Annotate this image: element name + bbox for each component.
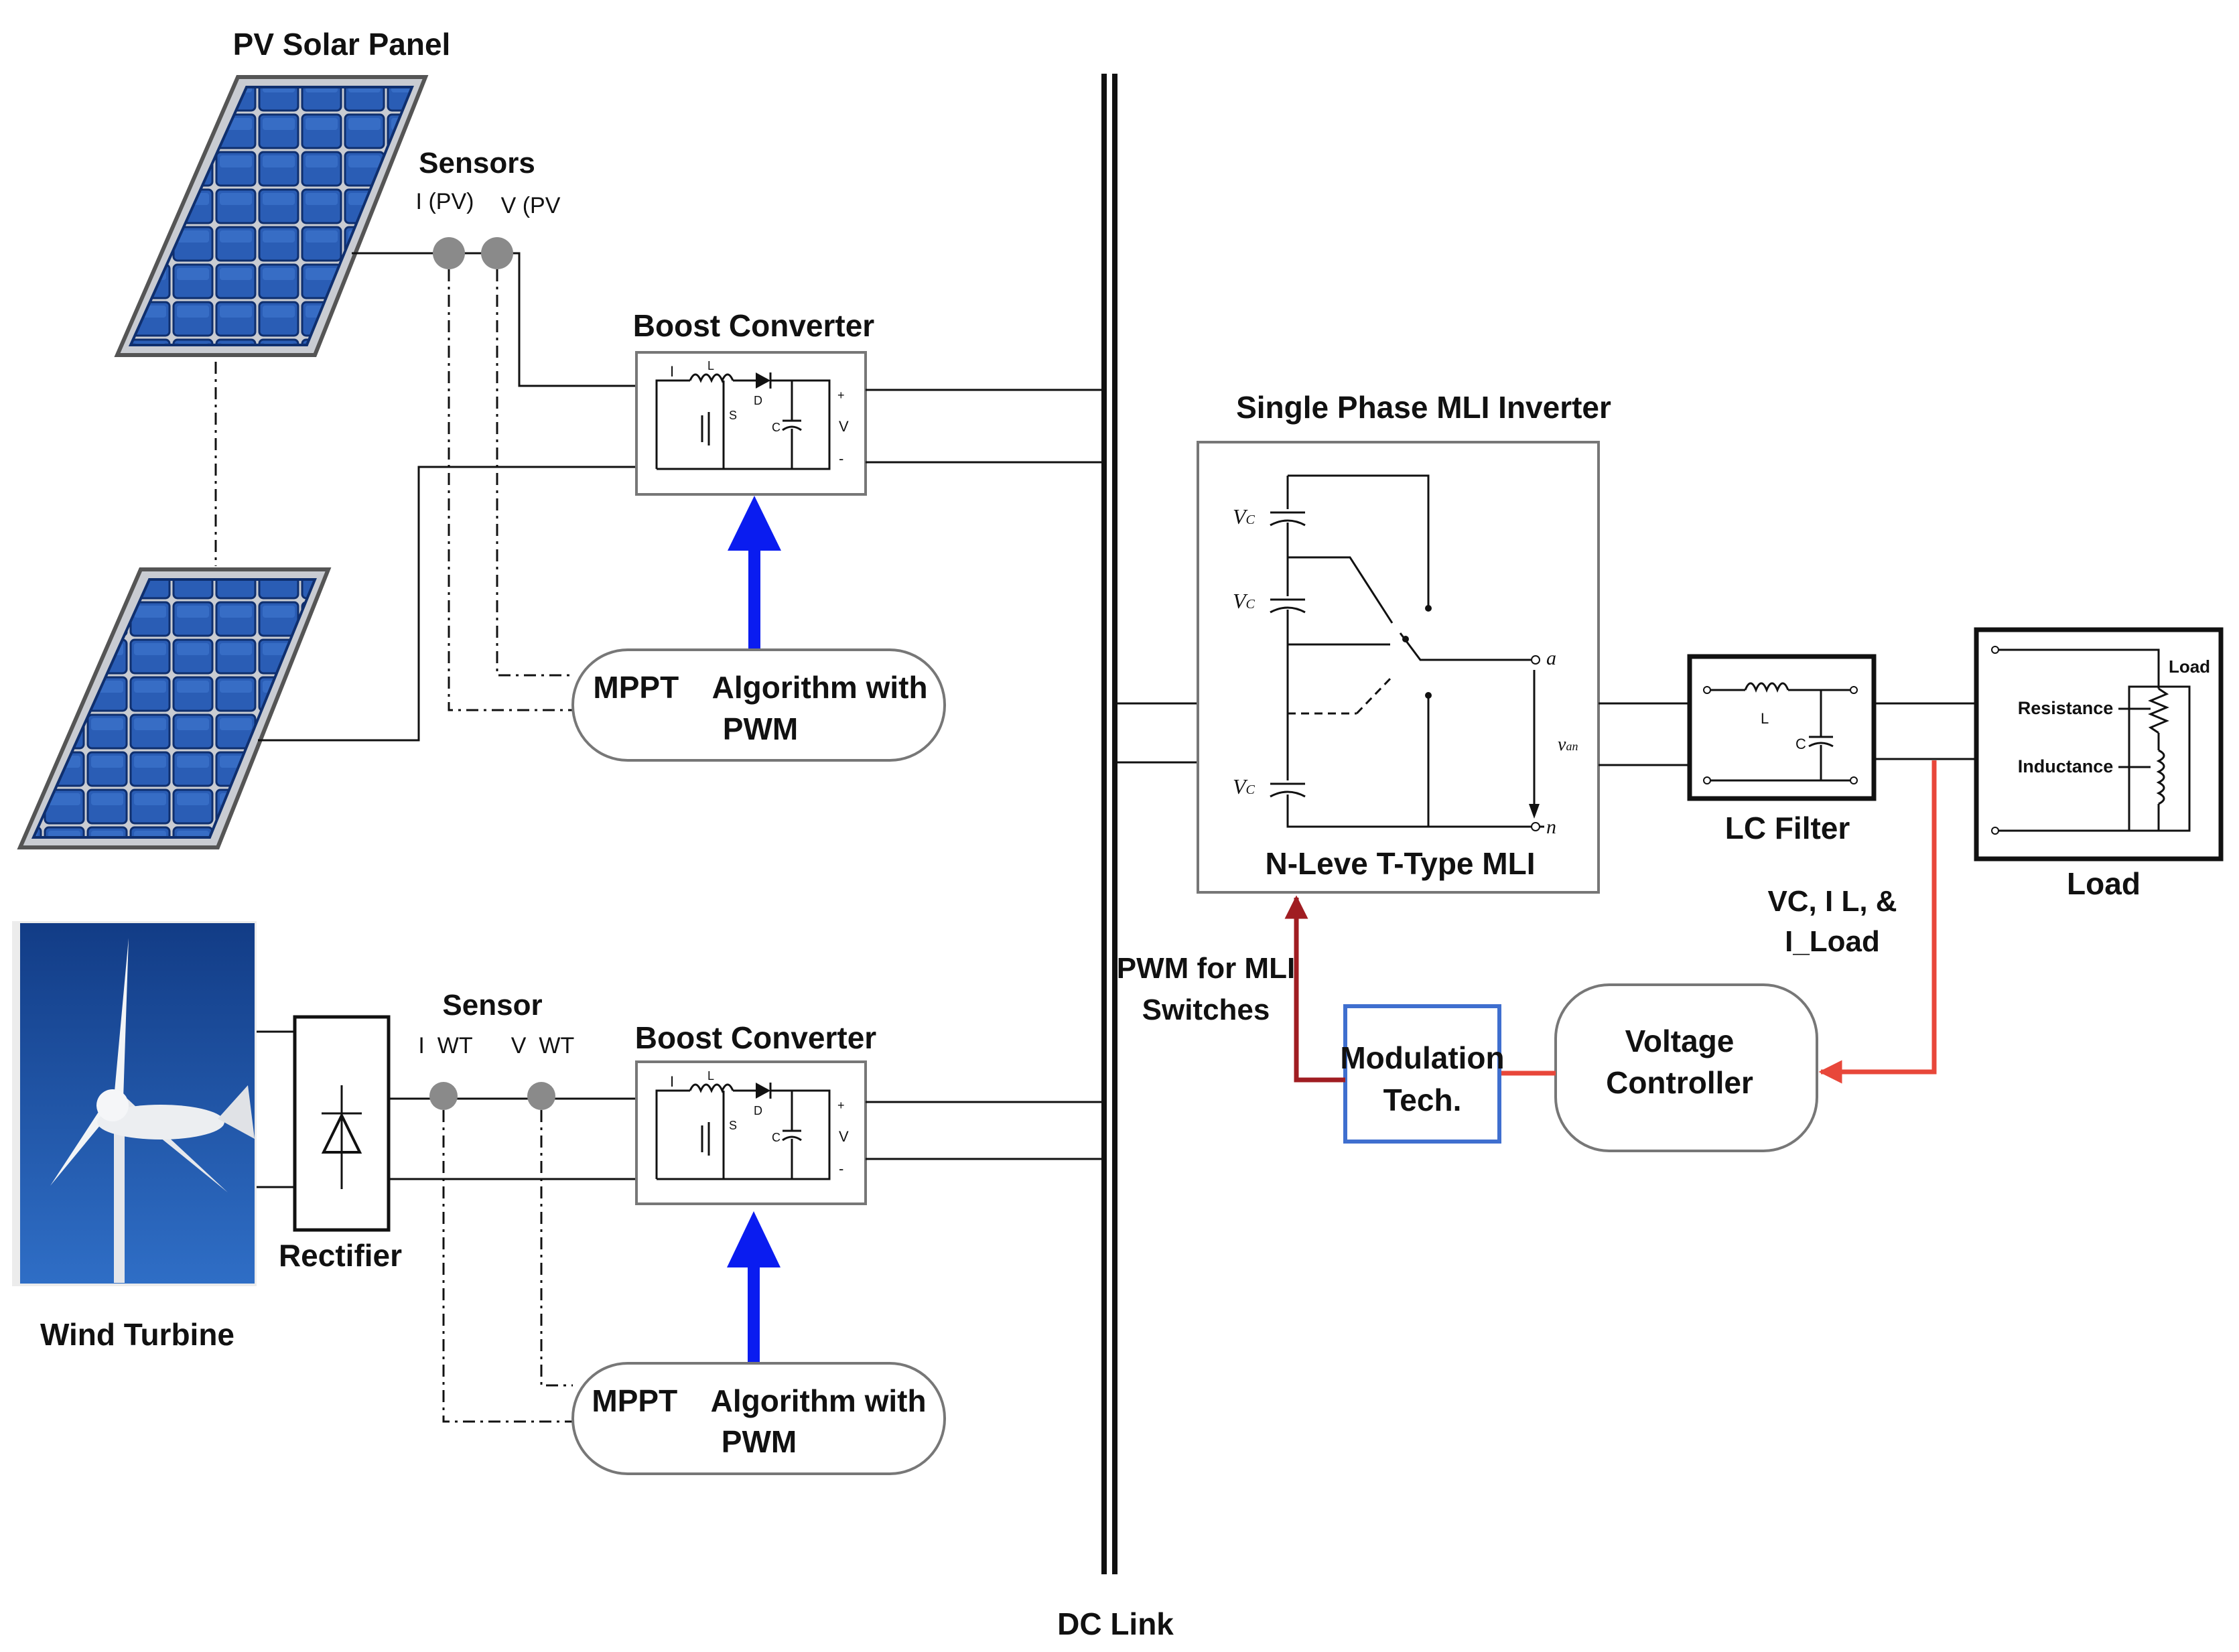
v-wt-label: V WT xyxy=(511,1033,574,1058)
v-pv-signal xyxy=(496,269,573,677)
boost-top-l: L xyxy=(707,359,714,372)
mppt-top-line2: PWM xyxy=(723,711,798,746)
pv-positive-wire xyxy=(352,252,636,387)
feedback-arrow xyxy=(1818,760,1937,1084)
pv-panel-label: PV Solar Panel xyxy=(233,27,451,62)
current-sensor-wt xyxy=(429,1082,458,1110)
sensor-label: Sensor xyxy=(442,989,542,1022)
boost-bot-plus: + xyxy=(837,1099,845,1112)
dc-link-label: DC Link xyxy=(1057,1606,1174,1641)
load-block: Load Resistance Inductance xyxy=(1974,627,2224,862)
pv-panel-top xyxy=(114,75,429,357)
boost-top-vo: V xyxy=(839,418,849,435)
voltage-controller-line1: Voltage xyxy=(1625,1024,1735,1058)
mli-inverter: VC VC VC a n van N-Leve T-Type MLI xyxy=(1197,441,1600,894)
modulation-technique[interactable]: Modulation Tech. xyxy=(1340,1004,1505,1144)
boost-converter-top-label: Boost Converter xyxy=(633,308,874,343)
sensors-label: Sensors xyxy=(419,147,535,180)
mli-subtitle: N-Leve T-Type MLI xyxy=(1266,846,1536,881)
lc-filter-label: LC Filter xyxy=(1725,811,1850,845)
vc-label-1: VC xyxy=(1233,504,1256,529)
voltage-controller[interactable]: Voltage Controller xyxy=(1554,983,1818,1152)
boost-converter-bottom: I L D S C + V - xyxy=(635,1060,867,1205)
mppt-top-line1: MPPT Algorithm with xyxy=(593,670,927,705)
boost-bot-vo: V xyxy=(839,1128,849,1145)
i-wt-label: I WT xyxy=(418,1033,472,1058)
boost-top-s: S xyxy=(729,409,737,422)
boost-converter-bottom-label: Boost Converter xyxy=(635,1020,876,1055)
pwm-mli-label-line2: Switches xyxy=(1142,993,1270,1026)
boost-bot-c: C xyxy=(772,1131,781,1144)
boost-bot-minus: - xyxy=(839,1160,843,1177)
mppt-bottom-line2: PWM xyxy=(722,1424,797,1459)
mppt-block-bottom[interactable]: MPPT Algorithm with PWM xyxy=(571,1362,946,1475)
pwm-arrow-top xyxy=(728,496,781,650)
boost-bot-d: D xyxy=(754,1104,762,1117)
node-n-label: n xyxy=(1546,816,1556,838)
dc-link-bus xyxy=(1101,74,1117,1574)
v-wt-signal xyxy=(540,1110,573,1387)
pwm-arrow-bottom xyxy=(727,1211,781,1363)
boost-top-i: I xyxy=(670,363,674,380)
wind-turbine-label: Wind Turbine xyxy=(40,1317,234,1352)
van-label: van xyxy=(1558,734,1578,755)
pv-panel-bottom xyxy=(17,567,332,849)
resistance-label: Resistance xyxy=(2018,698,2114,718)
voltage-controller-line2: Controller xyxy=(1606,1065,1753,1100)
modulation-line2: Tech. xyxy=(1383,1083,1462,1117)
node-a-label: a xyxy=(1546,647,1556,669)
feedback-label-line1: VC, I L, & xyxy=(1767,885,1897,918)
boost-bot-i: I xyxy=(670,1073,674,1090)
rectifier xyxy=(293,1015,391,1232)
mppt-bottom-line1: MPPT Algorithm with xyxy=(592,1383,926,1418)
i-pv-signal xyxy=(448,269,573,711)
boost-bot-l: L xyxy=(707,1069,714,1083)
feedback-label-line2: I_Load xyxy=(1785,925,1880,958)
pv-negative-wire xyxy=(258,466,636,742)
inductance-label: Inductance xyxy=(2018,756,2114,776)
i-wt-signal xyxy=(442,1110,573,1423)
boost-bot-s: S xyxy=(729,1119,737,1132)
modulation-line1: Modulation xyxy=(1340,1040,1504,1075)
mppt-block-top[interactable]: MPPT Algorithm with PWM xyxy=(571,648,946,762)
boost-top-c: C xyxy=(772,421,781,434)
boost-top-d: D xyxy=(754,394,762,407)
pwm-to-mli-arrow xyxy=(1284,895,1345,1083)
boost-converter-top: I L D S C + V - xyxy=(635,351,867,496)
lc-filter: L C xyxy=(1687,654,1877,801)
mli-title: Single Phase MLI Inverter xyxy=(1236,390,1611,425)
vc-label-3: VC xyxy=(1233,774,1256,799)
rectifier-label: Rectifier xyxy=(279,1238,402,1273)
lc-l-label: L xyxy=(1761,710,1769,727)
lc-c-label: C xyxy=(1795,736,1806,752)
pwm-mli-label-line1: PWM for MLI xyxy=(1117,952,1295,985)
vc-label-2: VC xyxy=(1233,589,1256,613)
boost-top-plus: + xyxy=(837,389,845,402)
wind-turbine-image xyxy=(12,921,257,1286)
current-sensor-pv xyxy=(433,237,465,269)
voltage-sensor-wt xyxy=(527,1082,555,1110)
v-pv-label: V (PV xyxy=(501,193,561,218)
load-label: Load xyxy=(2067,866,2141,901)
i-pv-label: I (PV) xyxy=(416,189,474,214)
voltage-sensor-pv xyxy=(481,237,513,269)
boost-top-minus: - xyxy=(839,450,843,467)
load-inner-label: Load xyxy=(2169,657,2210,677)
